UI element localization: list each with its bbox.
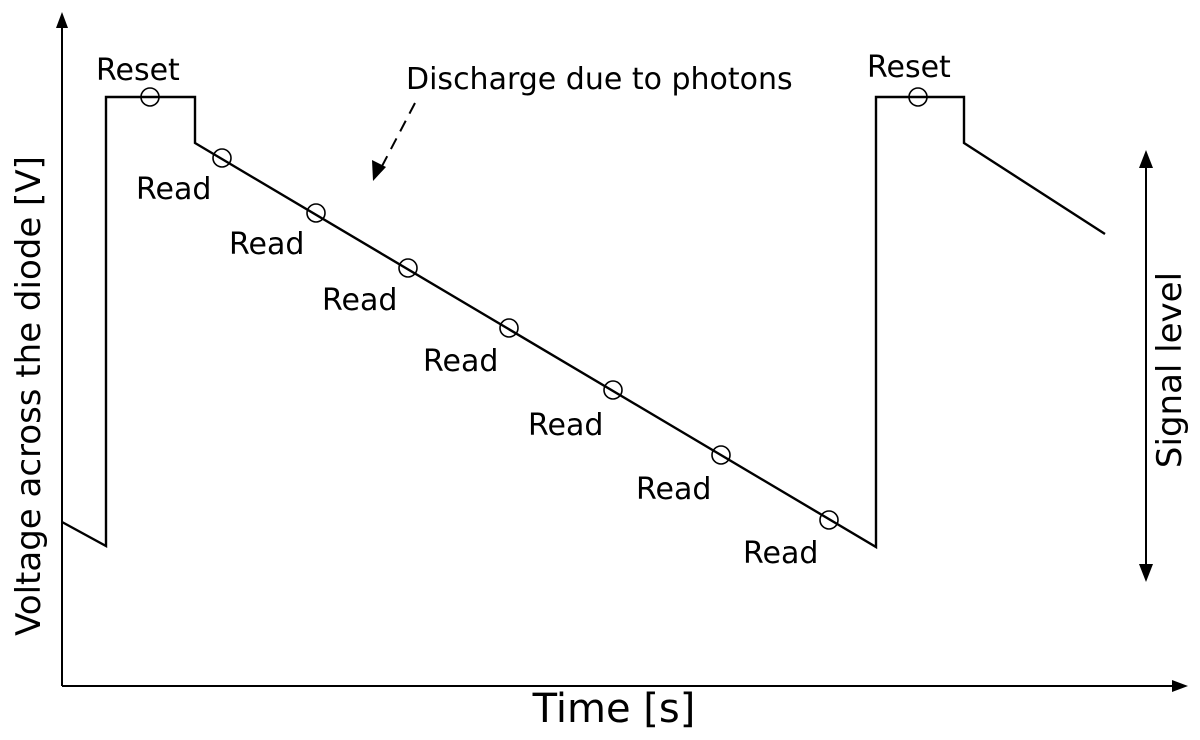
read-point-2 bbox=[306, 203, 326, 223]
read-point-1 bbox=[212, 148, 232, 168]
x-axis-arrowhead bbox=[1172, 680, 1188, 692]
read-point-3 bbox=[398, 258, 418, 278]
read-point-6 bbox=[711, 445, 731, 465]
read-point-7 bbox=[819, 510, 839, 530]
y-axis-label: Voltage across the diode [V] bbox=[9, 156, 49, 636]
y-axis-arrowhead bbox=[56, 12, 68, 28]
reset-label-2: Reset bbox=[867, 50, 951, 85]
read-point-5 bbox=[603, 380, 623, 400]
signal-level-arrowhead-top bbox=[1139, 150, 1153, 168]
voltage-waveform bbox=[61, 95, 1106, 550]
discharge-pointer-line bbox=[379, 102, 416, 171]
reset-point-2 bbox=[908, 87, 928, 107]
read-label-3: Read bbox=[322, 283, 397, 318]
reset-point-1 bbox=[140, 87, 160, 107]
x-axis-label: Time [s] bbox=[532, 686, 696, 732]
read-label-4: Read bbox=[423, 344, 498, 379]
read-label-7: Read bbox=[743, 536, 818, 571]
read-label-1: Read bbox=[136, 172, 211, 207]
reset-label-1: Reset bbox=[96, 53, 180, 88]
read-label-5: Read bbox=[528, 408, 603, 443]
signal-level-label: Signal level bbox=[1150, 272, 1190, 468]
signal-level-arrowhead-bottom bbox=[1139, 564, 1153, 582]
read-label-6: Read bbox=[636, 472, 711, 507]
discharge-pointer-arrowhead bbox=[372, 160, 386, 181]
read-point-4 bbox=[499, 318, 519, 338]
read-label-2: Read bbox=[229, 227, 304, 262]
discharge-label: Discharge due to photons bbox=[406, 62, 793, 97]
